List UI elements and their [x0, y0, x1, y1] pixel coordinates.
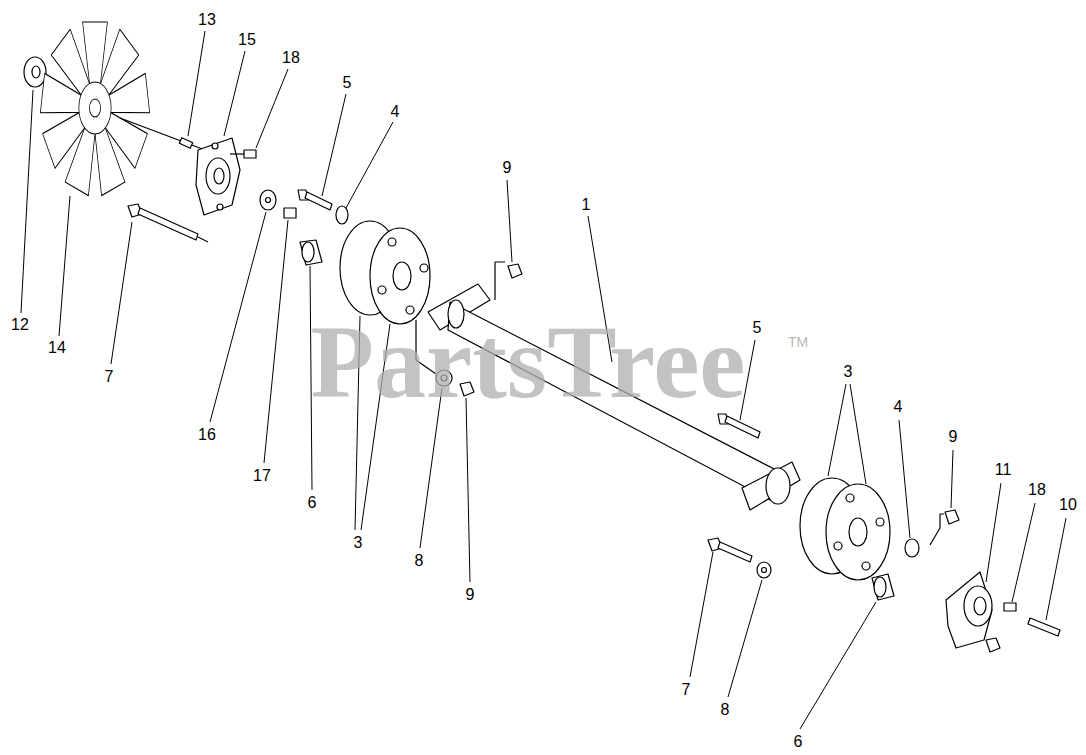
coupling-disc	[826, 484, 890, 580]
nut	[508, 264, 522, 278]
spacer	[336, 206, 348, 224]
watermark: PartsTree	[310, 307, 745, 417]
callout-number: 9	[501, 159, 514, 177]
callout-number: 9	[464, 586, 477, 604]
key	[179, 138, 192, 149]
callout-number: 9	[947, 428, 960, 446]
callout-number: 13	[196, 11, 218, 29]
callout-number: 6	[306, 494, 319, 512]
callout-number: 5	[751, 319, 764, 337]
washer	[24, 57, 46, 87]
nut	[945, 510, 959, 524]
axis-line	[120, 118, 205, 150]
spacer	[905, 539, 919, 557]
callout-number: 15	[236, 31, 258, 49]
callout-number: 10	[1057, 496, 1079, 514]
flange	[196, 138, 240, 215]
callout-number: 3	[352, 534, 365, 552]
leader-lines	[21, 31, 1066, 729]
callout-number: 12	[9, 316, 31, 334]
callout-number: 4	[389, 103, 402, 121]
washer-hole	[32, 66, 40, 78]
flange-plate	[742, 462, 800, 510]
callout-number: 17	[251, 467, 273, 485]
bushing	[872, 574, 894, 600]
callout-number: 16	[196, 426, 218, 444]
callout-number: 18	[280, 49, 302, 67]
callout-number: 7	[680, 681, 693, 699]
washer	[757, 562, 771, 578]
callout-number: 4	[892, 398, 905, 416]
pin	[1028, 618, 1060, 636]
fan	[40, 22, 149, 196]
callout-number: 3	[842, 363, 855, 381]
callout-number: 6	[792, 733, 805, 751]
callout-number: 5	[341, 74, 354, 92]
trademark: TM	[788, 334, 808, 350]
bushing	[300, 240, 322, 265]
callout-number: 8	[719, 701, 732, 719]
callout-number: 1	[580, 196, 593, 214]
grease-fitting	[1004, 603, 1016, 611]
callout-number: 11	[993, 461, 1014, 479]
grease-fitting	[244, 150, 256, 158]
callout-number: 18	[1026, 481, 1048, 499]
bolt	[284, 208, 296, 218]
nut	[986, 638, 1000, 652]
callout-number: 14	[46, 339, 68, 357]
flange	[946, 572, 992, 648]
callout-number: 8	[413, 552, 426, 570]
washer	[260, 190, 276, 210]
callout-number: 7	[103, 368, 116, 386]
